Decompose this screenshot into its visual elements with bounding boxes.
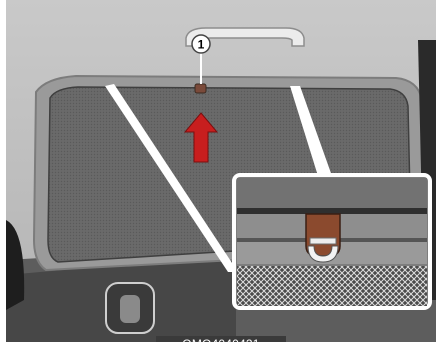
callout-number: 1 <box>198 38 205 52</box>
sunshade-illustration: 1 <box>6 0 436 342</box>
detail-inset <box>234 175 430 308</box>
sunshade-hook <box>195 84 206 93</box>
door-handle-icon <box>106 283 154 333</box>
image-code: OMQ4040421 <box>0 336 442 352</box>
